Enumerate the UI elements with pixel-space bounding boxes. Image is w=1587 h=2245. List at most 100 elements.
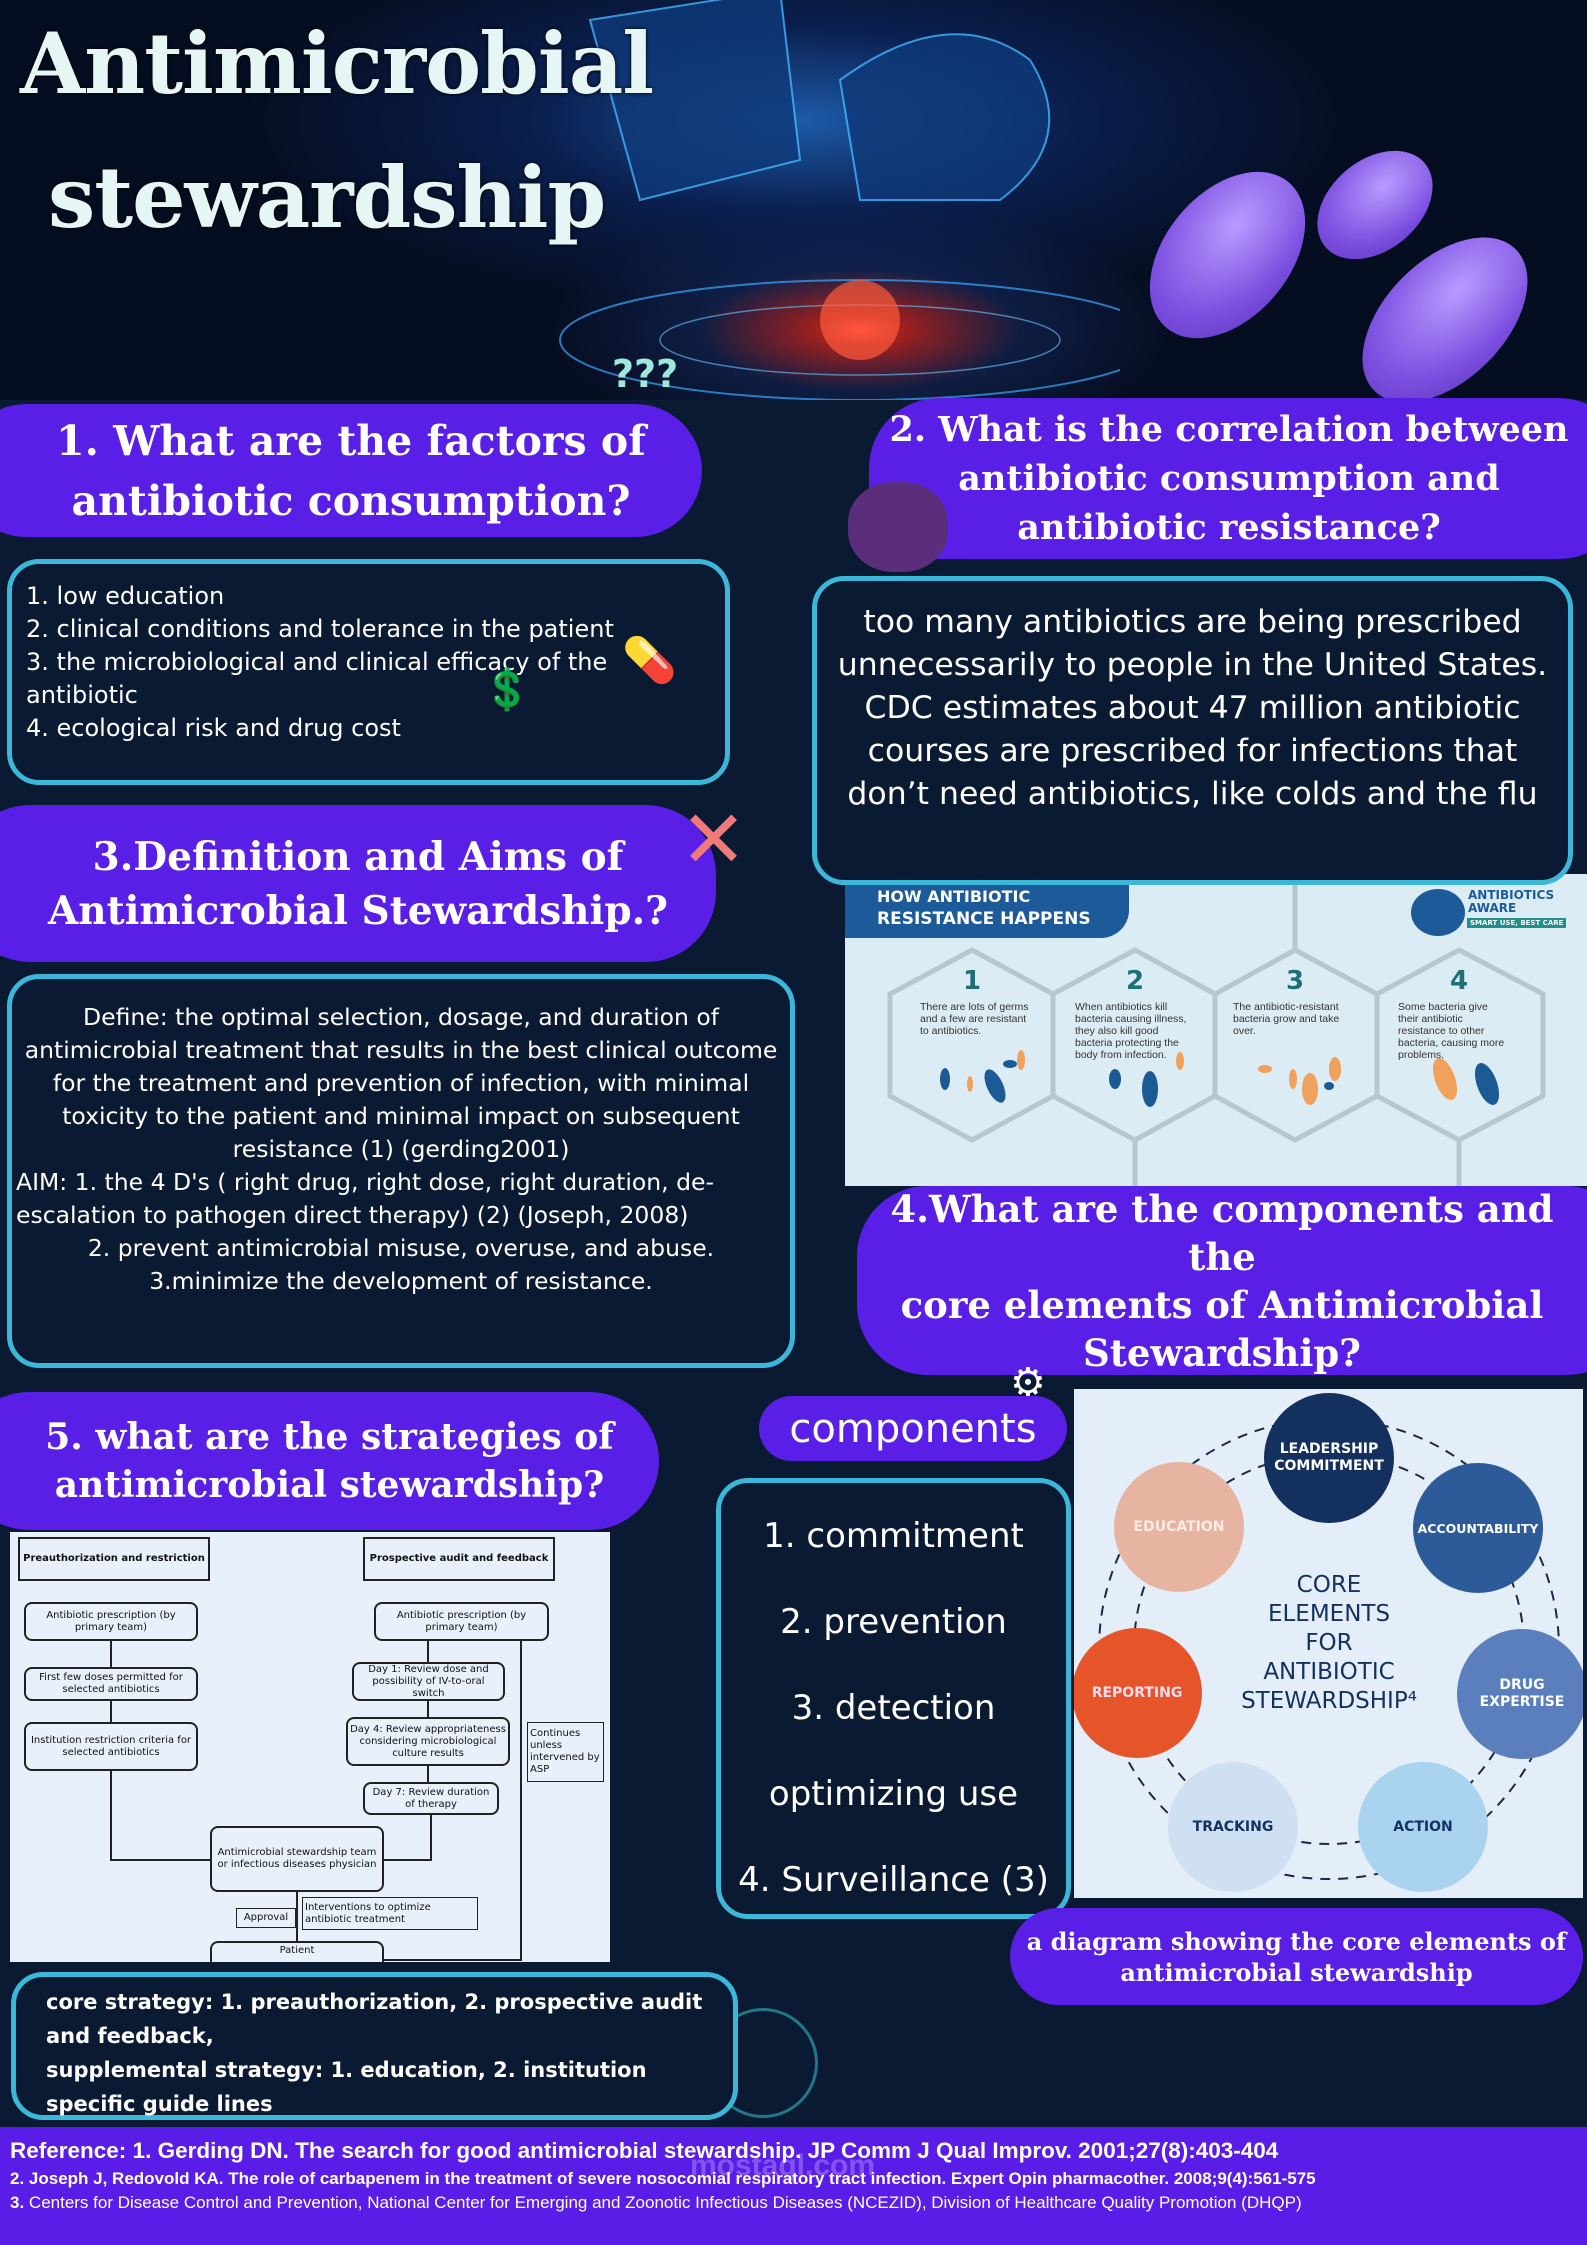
- correlation-box: too many antibiotics are being prescribe…: [812, 576, 1573, 885]
- heading-line: 2. What is the correlation between: [889, 409, 1569, 450]
- core-strategy-text: core strategy: 1. preauthorization, 2. p…: [46, 1990, 703, 2048]
- heading-line: core elements of Antimicrobial: [900, 1282, 1544, 1327]
- heading-line: antimicrobial stewardship?: [54, 1464, 605, 1506]
- medicine-icon: 💊: [622, 635, 677, 686]
- step-text: There are lots of germs and a few are re…: [920, 1001, 1029, 1037]
- bacteria-illustration: [1118, 142, 1337, 368]
- reference-3: Centers for Disease Control and Preventi…: [24, 2193, 1302, 2212]
- title-line-2: stewardship: [48, 148, 606, 247]
- center-line: FOR: [1305, 1630, 1353, 1656]
- antibiotics-aware-logo: [1411, 889, 1465, 936]
- supplemental-strategy-text: supplemental strategy: 1. education, 2. …: [46, 2058, 647, 2116]
- watermark: mostaql.com: [690, 2149, 876, 2182]
- flow-label-approval: Approval: [236, 1908, 296, 1928]
- strategies-flowchart: Preauthorization and restriction Prospec…: [10, 1532, 610, 1962]
- element-tracking: TRACKING: [1168, 1762, 1298, 1892]
- resistance-title: RESISTANCE HAPPENS: [877, 909, 1091, 929]
- logo-line: ANTIBIOTICS: [1468, 888, 1555, 902]
- heading-line: 5. what are the strategies of: [45, 1416, 614, 1458]
- flow-label-interventions: Interventions to optimize antibiotic tre…: [302, 1897, 478, 1930]
- flow-node-day7: Day 7: Review duration of therapy: [363, 1782, 499, 1815]
- factor-item: 4. ecological risk and drug cost: [26, 714, 401, 742]
- aim-3: 3.minimize the development of resistance…: [149, 1267, 653, 1295]
- correlation-text: too many antibiotics are being prescribe…: [837, 604, 1548, 812]
- element-accountability: ACCOUNTABILITY: [1413, 1463, 1543, 1593]
- section-4-heading: 4.What are the components and the core e…: [857, 1186, 1587, 1375]
- logo-line: AWARE: [1468, 901, 1517, 915]
- element-action: ACTION: [1358, 1762, 1488, 1892]
- caption-line: a diagram showing the core elements of: [1026, 1926, 1567, 1956]
- factor-item: 1. low education: [26, 582, 225, 610]
- element-reporting: REPORTING: [1074, 1628, 1202, 1758]
- flow-node-asp-team: Antimicrobial stewardship team or infect…: [210, 1826, 384, 1892]
- step-text: The antibiotic-resistant bacteria grow a…: [1233, 1001, 1340, 1037]
- section-5-heading: 5. what are the strategies of antimicrob…: [0, 1392, 659, 1530]
- step-text: When antibiotics kill bacteria causing i…: [1075, 1001, 1187, 1061]
- factors-box: 1. low education 2. clinical conditions …: [7, 559, 730, 785]
- definition-box: Define: the optimal selection, dosage, a…: [7, 974, 795, 1368]
- heading-line: 1. What are the factors of: [56, 416, 646, 465]
- section-1-heading: 1. What are the factors of antibiotic co…: [0, 404, 702, 537]
- flow-node-prescription: Antibiotic prescription (by primary team…: [374, 1602, 549, 1641]
- aim-2: 2. prevent antimicrobial misuse, overuse…: [87, 1234, 715, 1262]
- element-education: EDUCATION: [1114, 1462, 1244, 1592]
- title-line-1: Antimicrobial: [20, 14, 654, 113]
- core-center-text: CORE ELEMENTS FOR ANTIBIOTIC STEWARDSHIP…: [1204, 1571, 1454, 1716]
- virus-crossed-icon: ✕: [680, 793, 748, 886]
- factor-item: 2. clinical conditions and tolerance in …: [26, 615, 614, 643]
- reference-2: 2. Joseph J, Redovold KA. The role of ca…: [10, 2169, 1316, 2188]
- hero-banner: Antimicrobial stewardship ???: [0, 0, 1587, 400]
- core-elements-caption: a diagram showing the core elements of a…: [1010, 1908, 1583, 2005]
- flowchart-connectors: [110, 1641, 522, 1961]
- heading-line: antibiotic consumption and: [958, 458, 1500, 499]
- components-label: components: [759, 1396, 1067, 1461]
- flow-node-prospective-audit: Prospective audit and feedback: [363, 1537, 555, 1581]
- reference-3-number: 3.: [10, 2193, 25, 2212]
- money-hand-icon: 💲: [482, 667, 532, 713]
- component-item: 3. detection: [791, 1688, 996, 1728]
- logo-tagline: SMART USE, BEST CARE: [1467, 918, 1567, 928]
- center-line: CORE: [1296, 1572, 1362, 1598]
- factor-item: 3. the microbiological and clinical effi…: [26, 648, 608, 709]
- step-number: 1: [962, 966, 982, 996]
- flow-node-day1: Day 1: Review dose and possibility of IV…: [352, 1662, 505, 1701]
- component-item: 2. prevention: [780, 1602, 1007, 1642]
- resistance-infographic: HOW ANTIBIOTIC RESISTANCE HAPPENS ANTIBI…: [845, 874, 1587, 1186]
- step-number: 3: [1285, 966, 1305, 996]
- resistance-title-top: HOW ANTIBIOTIC: [877, 887, 1031, 906]
- question-marks: ???: [612, 352, 679, 396]
- heading-line: antibiotic resistance?: [1017, 507, 1441, 548]
- virus-icon: [848, 482, 948, 572]
- components-box: 1. commitment 2. prevention 3. detection…: [716, 1478, 1071, 1919]
- definition-text: Define: the optimal selection, dosage, a…: [24, 1003, 778, 1163]
- step-text: Some bacteria give their antibiotic resi…: [1398, 1001, 1505, 1061]
- caption-line: antimicrobial stewardship: [1120, 1957, 1473, 1987]
- flow-node-first-doses: First few doses permitted for selected a…: [24, 1667, 198, 1701]
- element-leadership: LEADERSHIP COMMITMENT: [1264, 1393, 1394, 1523]
- reference-1: Reference: 1. Gerding DN. The search for…: [10, 2138, 1279, 2163]
- heading-line: 3.Definition and Aims of: [92, 833, 624, 880]
- hexagon-graphic: [887, 874, 1546, 1186]
- flow-node-prescription: Antibiotic prescription (by primary team…: [24, 1602, 198, 1641]
- component-item: 1. commitment: [763, 1516, 1024, 1556]
- component-item: 4. Surveillance (3): [738, 1860, 1049, 1900]
- component-item: optimizing use: [768, 1774, 1019, 1814]
- heading-line: Stewardship?: [1083, 1330, 1361, 1375]
- step-number: 2: [1125, 966, 1145, 996]
- section-2-heading: 2. What is the correlation between antib…: [869, 398, 1587, 559]
- flow-node-day4: Day 4: Review appropriateness considerin…: [346, 1717, 510, 1766]
- references: Reference: 1. Gerding DN. The search for…: [0, 2127, 1587, 2245]
- heading-line: 4.What are the components and the: [890, 1186, 1554, 1279]
- step-number: 4: [1449, 966, 1469, 996]
- center-line: ANTIBIOTIC: [1263, 1659, 1395, 1685]
- flow-note-continues: Continues unless intervened by ASP: [527, 1722, 604, 1782]
- capsule-network-illustration: [559, 0, 1120, 400]
- flow-node-patient: Patient: [210, 1941, 384, 1962]
- heading-line: Antimicrobial Stewardship.?: [47, 887, 669, 934]
- center-line: ELEMENTS: [1267, 1601, 1391, 1627]
- center-line: STEWARDSHIP⁴: [1241, 1688, 1417, 1714]
- strategy-box: core strategy: 1. preauthorization, 2. p…: [11, 1972, 738, 2120]
- heading-line: antibiotic consumption?: [71, 476, 631, 525]
- aim-1: AIM: 1. the 4 D's ( right drug, right do…: [16, 1168, 714, 1229]
